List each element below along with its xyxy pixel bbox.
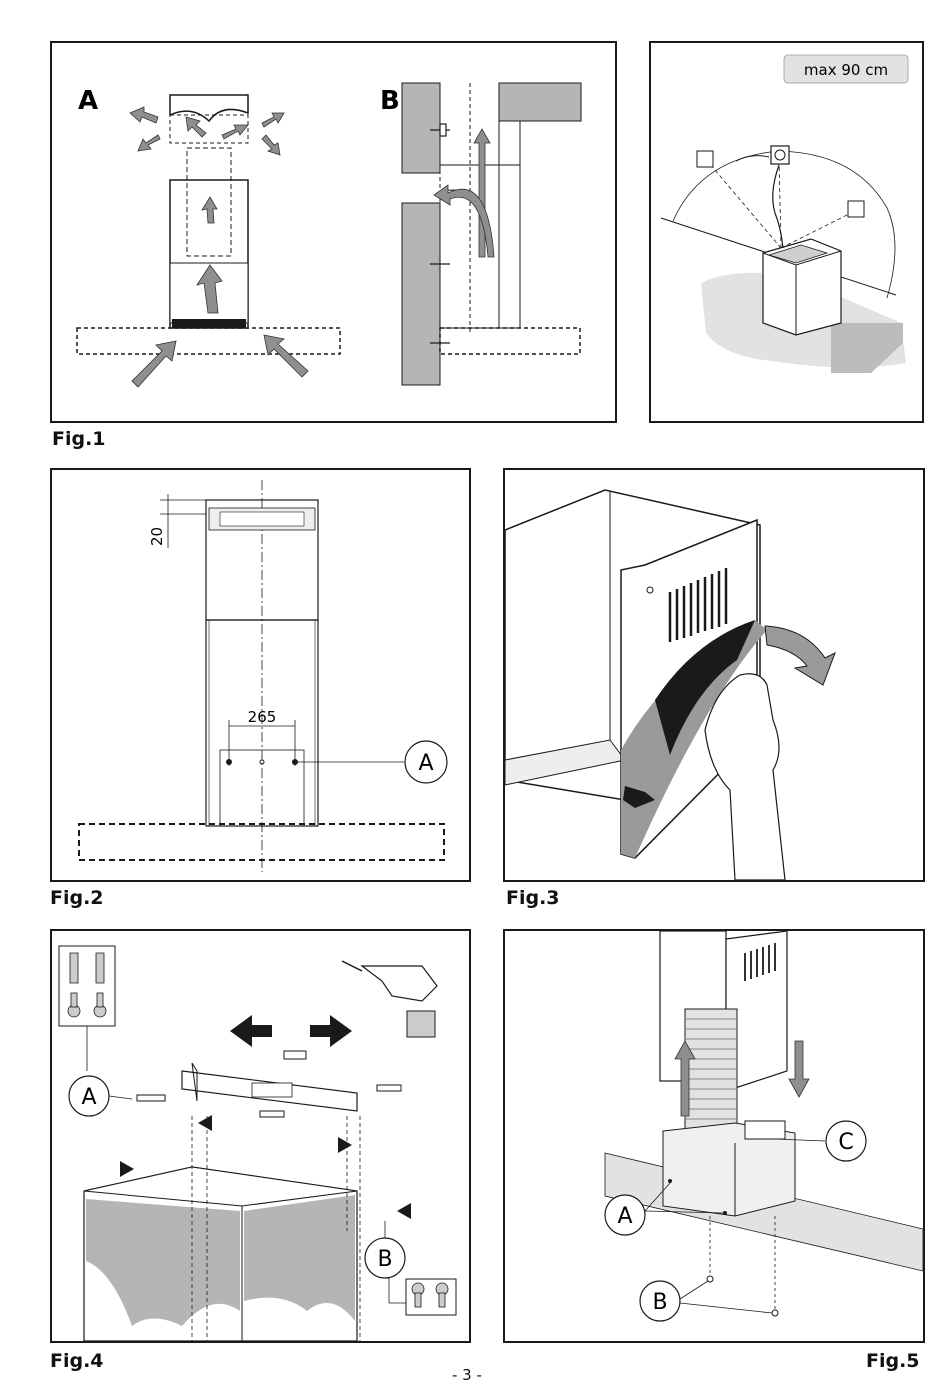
fig4-caption: Fig.4 xyxy=(50,1350,104,1372)
fig1-label-a: A xyxy=(78,86,98,116)
fig5-callout-c: C xyxy=(838,1130,853,1155)
fig5-panel: C A B xyxy=(503,929,925,1343)
fig4-panel: A B xyxy=(50,929,471,1343)
fig1-right-panel: max 90 cm xyxy=(649,41,924,423)
max-distance-badge xyxy=(783,54,909,84)
fig5-callout-b: B xyxy=(652,1290,667,1315)
fig1-diagram: A B xyxy=(76,82,582,388)
page-number: - 3 - xyxy=(452,1366,482,1384)
fig3-panel xyxy=(503,468,925,882)
fig1-left-panel: A B xyxy=(50,41,617,423)
fig2-dim-265: 265 xyxy=(248,708,277,726)
fig2-callout-a: A xyxy=(418,751,433,776)
fig2-dim-20: 20 xyxy=(148,527,166,546)
fig3-caption: Fig.3 xyxy=(506,887,560,909)
fig4-callout-a: A xyxy=(81,1085,96,1110)
fig2-caption: Fig.2 xyxy=(50,887,104,909)
fig5-diagram: C A B xyxy=(604,931,923,1322)
fig1-caption: Fig.1 xyxy=(52,428,106,450)
max-distance-label: max 90 cm xyxy=(804,61,888,79)
fig3-diagram xyxy=(505,489,836,880)
fig1-socket-diagram: max 90 cm xyxy=(660,54,909,373)
fig4-diagram: A B xyxy=(58,945,457,1341)
fig2-panel: 20 265 A xyxy=(50,468,471,882)
fig2-diagram: 20 265 A xyxy=(78,480,448,872)
fig1-label-b: B xyxy=(380,86,400,116)
fig5-caption: Fig.5 xyxy=(866,1350,920,1372)
fig5-callout-a: A xyxy=(617,1204,632,1229)
fig4-callout-b: B xyxy=(377,1247,392,1272)
